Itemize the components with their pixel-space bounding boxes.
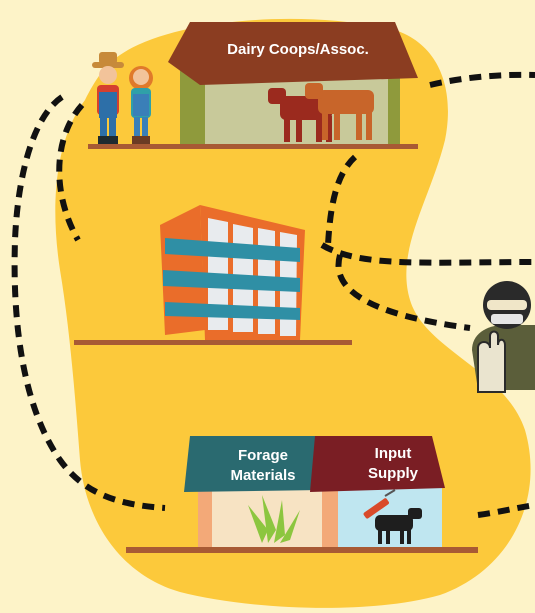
building-stripes	[163, 238, 300, 320]
grass-icon	[248, 495, 300, 543]
cow-brown	[305, 83, 374, 140]
barn-post-right	[388, 78, 400, 148]
connector-dashes	[11, 71, 535, 518]
connector-supply-to-right	[477, 502, 535, 518]
dairy-coop-label: Dairy Coops/Assoc.	[227, 41, 369, 58]
supply-roof	[310, 436, 445, 492]
connector-coop-to-right	[429, 71, 535, 88]
syringe-icon	[363, 489, 396, 519]
forage-label-line2: Materials	[230, 467, 295, 484]
farmer-couple-icon	[92, 52, 153, 144]
connector-building-to-right	[320, 242, 535, 266]
barn-shelf	[88, 144, 418, 149]
forage-pillar-left	[198, 480, 212, 548]
farmer-woman	[129, 66, 153, 144]
forage-label-line1: Forage	[238, 447, 288, 464]
farmer-man	[92, 52, 124, 144]
office-building-icon	[74, 205, 352, 345]
supply-pillar-left	[322, 488, 338, 548]
connector-coop-to-building	[325, 154, 358, 246]
supply-label-line2: Supply	[368, 465, 419, 482]
connector-left-outer	[11, 94, 166, 511]
forage-shop: Forage Materials	[184, 436, 330, 548]
barn-roof	[168, 22, 418, 85]
supply-label-line1: Input	[375, 445, 412, 462]
building-shelf	[74, 340, 352, 345]
forage-roof	[184, 436, 330, 492]
cow-icon	[375, 508, 422, 544]
connector-left-inner	[56, 102, 85, 242]
masked-person-stop-icon	[472, 281, 535, 393]
shop-shelf	[126, 547, 478, 553]
cows-icon	[268, 83, 374, 142]
input-supply-shop: Input Supply	[310, 436, 445, 548]
